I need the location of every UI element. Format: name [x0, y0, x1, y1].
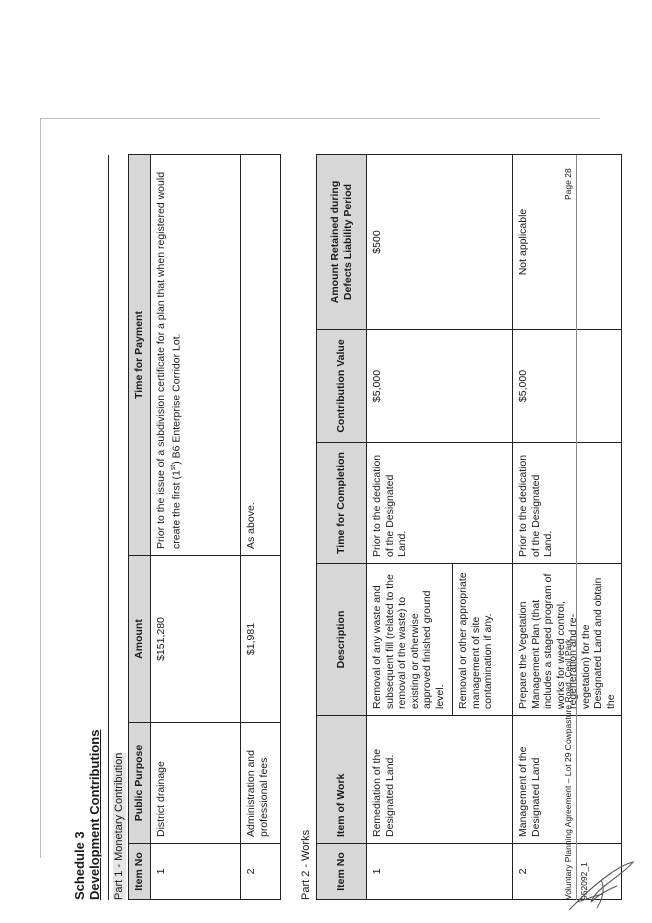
time-for-completion: Prior to the dedication of the Designate…: [366, 442, 513, 564]
item-number: 2: [240, 843, 281, 900]
footer-rule: [576, 155, 577, 900]
table-header-row: Item No Item of Work Description Time fo…: [316, 154, 367, 900]
column-header: Item No: [128, 843, 151, 900]
column-header: Contribution Value: [316, 329, 367, 443]
description: Removal of any waste and subsequent fill…: [366, 563, 453, 716]
table-header-row: Item No Public Purpose Amount Time for P…: [128, 154, 151, 900]
description: Removal or other appropriate management …: [452, 563, 513, 716]
scan-page-edge-top: [40, 118, 600, 119]
time-for-payment-text-end: ) B6 Enterprise Corridor Lot.: [170, 333, 182, 465]
time-for-payment: Prior to the issue of a subdivision cert…: [150, 154, 241, 556]
column-header: Item No: [316, 843, 367, 900]
time-for-payment: As above.: [240, 154, 281, 556]
public-purpose: Administration and professional fees: [240, 722, 281, 844]
column-header: Public Purpose: [128, 722, 151, 844]
amount: $1,981: [240, 555, 281, 723]
column-header: Item of Work: [316, 715, 367, 844]
column-header: Amount: [128, 555, 151, 723]
footer-page-number: Page 28: [563, 168, 573, 200]
amount: $151,280: [150, 555, 241, 723]
table-row: 1 Remediation of the Designated Land. Re…: [366, 154, 513, 900]
public-purpose: District drainage: [150, 722, 241, 844]
column-header: Time for Payment: [128, 154, 151, 556]
monetary-contribution-table: Item No Public Purpose Amount Time for P…: [128, 154, 281, 900]
part1-heading: Part 1 - Monetary Contribution: [113, 752, 126, 900]
schedule-title: Schedule 3: [72, 831, 87, 900]
part2-heading: Part 2 - Works: [300, 829, 312, 900]
top-rule: [108, 155, 109, 900]
scan-page-edge-left: [40, 118, 41, 858]
column-header: Time for Completion: [316, 442, 367, 564]
schedule-subtitle: Development Contributions: [87, 729, 102, 900]
rotated-document-page: Schedule 3 Development Contributions Par…: [72, 140, 622, 900]
table-row: 2 Administration and professional fees $…: [240, 154, 281, 900]
item-of-work: Remediation of the Designated Land.: [366, 715, 513, 844]
time-for-completion: Prior to the dedication of the Designate…: [512, 442, 622, 564]
item-number: 1: [150, 843, 241, 900]
contribution-value: $5,000: [512, 329, 622, 443]
column-header: Description: [316, 563, 367, 716]
signature-mark: [568, 861, 635, 911]
ordinal-suffix: st: [169, 464, 177, 471]
table-row: 1 District drainage $151,280 Prior to th…: [150, 154, 241, 900]
item-number: 1: [366, 843, 513, 900]
column-header: Amount Retained during Defects Liability…: [316, 154, 367, 330]
amount-retained: $500: [366, 154, 513, 330]
contribution-value: $5,000: [366, 329, 513, 443]
